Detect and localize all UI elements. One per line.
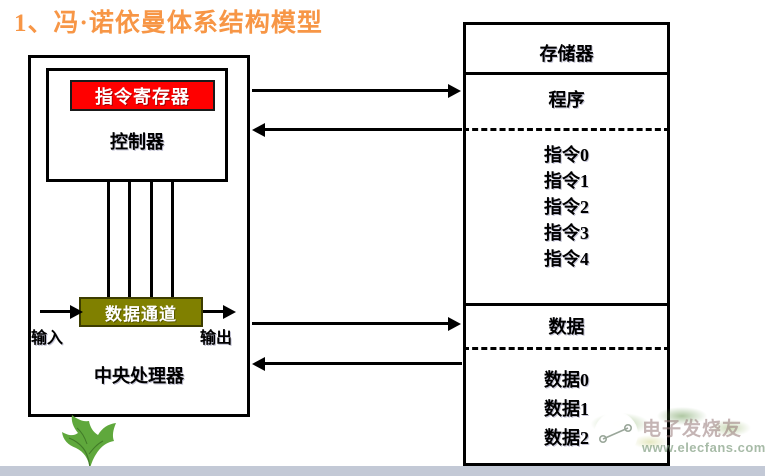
list-item: 指令1 bbox=[544, 171, 589, 191]
input-arrow-icon bbox=[70, 305, 83, 319]
output-label: 输出 bbox=[200, 330, 233, 347]
list-item: 数据1 bbox=[544, 399, 589, 419]
list-item: 数据2 bbox=[544, 428, 589, 448]
program-to-cpu-arrow-line bbox=[265, 128, 462, 131]
output-arrow-icon bbox=[223, 305, 236, 319]
data-to-cpu-arrow-line bbox=[265, 362, 462, 365]
bottom-bar bbox=[0, 466, 765, 476]
bus-line-4 bbox=[171, 182, 174, 298]
memory-separator-data bbox=[463, 347, 670, 350]
instruction-register-box: 指令寄存器 bbox=[70, 80, 215, 111]
cpu-to-data-arrow-icon bbox=[448, 317, 461, 331]
cpu-outer-box bbox=[28, 55, 250, 417]
controller-label: 控制器 bbox=[110, 132, 164, 152]
instruction-register-label: 指令寄存器 bbox=[95, 86, 190, 107]
cpu-to-data-arrow-line bbox=[252, 322, 450, 325]
input-label: 输入 bbox=[31, 330, 64, 347]
data-to-cpu-arrow-icon bbox=[252, 357, 265, 371]
instruction-list: 指令0 指令1 指令2 指令3 指令4 bbox=[463, 142, 670, 272]
memory-data-label: 数据 bbox=[548, 317, 585, 337]
cpu-label: 中央处理器 bbox=[94, 366, 184, 386]
memory-separator-title bbox=[463, 72, 670, 75]
memory-program-label: 程序 bbox=[548, 90, 585, 110]
memory-separator-program bbox=[463, 128, 670, 131]
list-item: 指令0 bbox=[544, 145, 589, 165]
bus-line-2 bbox=[128, 182, 131, 298]
memory-separator-data-top bbox=[463, 303, 670, 306]
datapath-label: 数据通道 bbox=[105, 304, 177, 324]
list-item: 指令4 bbox=[544, 249, 589, 269]
datapath-box: 数据通道 bbox=[79, 297, 203, 327]
cpu-to-program-arrow-line bbox=[252, 89, 450, 92]
cpu-to-program-arrow-icon bbox=[448, 84, 461, 98]
memory-outer-box bbox=[463, 22, 670, 466]
bus-line-1 bbox=[107, 182, 110, 298]
memory-title: 存储器 bbox=[539, 44, 594, 64]
program-to-cpu-arrow-icon bbox=[252, 123, 265, 137]
data-list: 数据0 数据1 数据2 bbox=[463, 366, 670, 453]
bus-line-3 bbox=[150, 182, 153, 298]
leaf-decoration-icon bbox=[62, 415, 116, 469]
list-item: 指令3 bbox=[544, 223, 589, 243]
input-arrow-line bbox=[40, 310, 72, 313]
output-arrow-line bbox=[203, 310, 225, 313]
list-item: 数据0 bbox=[544, 370, 589, 390]
page-title: 1、冯·诺依曼体系结构模型 bbox=[14, 10, 323, 37]
list-item: 指令2 bbox=[544, 197, 589, 217]
